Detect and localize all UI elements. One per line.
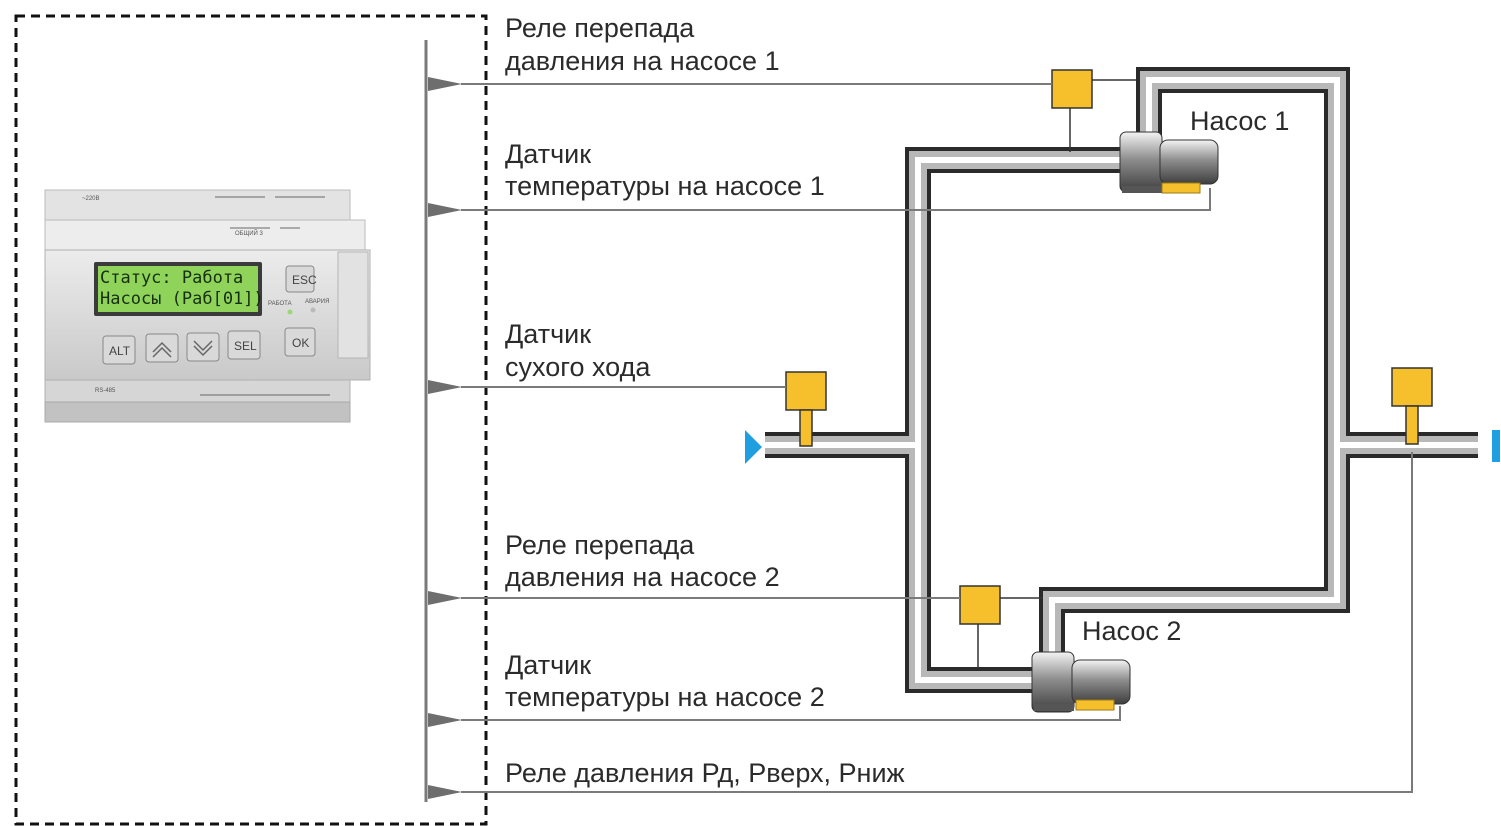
cabinet-boundary (14, 14, 488, 826)
signal-lines (428, 77, 1413, 799)
inlet-flow-arrow-icon (745, 430, 762, 464)
alarm-led-icon (310, 307, 316, 313)
svg-text:RS-485: RS-485 (95, 388, 116, 394)
outlet-pressure-relay (1391, 367, 1433, 407)
alarm-indicator-label: АВАРИЯ (305, 299, 329, 305)
svg-text:ALT: ALT (109, 344, 131, 358)
lcd-line-1: Статус: Работа (100, 268, 243, 288)
svg-text:ОБЩИЙ 3: ОБЩИЙ 3 (235, 229, 264, 237)
controller-device: ~220В ОБЩИЙ 3 RS-485 Статус: Работа Насо… (44, 189, 371, 423)
alt-key[interactable]: ALT (102, 335, 136, 365)
pump-1: Насос 1 (1119, 106, 1289, 194)
pump-2-label: Насос 2 (1082, 616, 1181, 646)
run-indicator-label: РАБОТА (268, 301, 292, 307)
svg-text:ESC: ESC (292, 273, 317, 287)
svg-text:SEL: SEL (234, 339, 257, 353)
pipework (765, 67, 1478, 693)
outlet-flow-arrow-icon (1492, 430, 1500, 462)
lcd-screen (98, 266, 258, 312)
pump-2: Насос 2 (1031, 616, 1181, 713)
signal-label-dry-run: Датчик сухого хода (505, 319, 651, 382)
dry-run-sensor (785, 371, 827, 411)
diff-pressure-relay-2 (959, 585, 1001, 625)
signal-label-pressure-relay: Реле давления Рд, Рверх, Рниж (505, 758, 905, 788)
svg-text:~220В: ~220В (82, 196, 100, 202)
pump-1-label: Насос 1 (1190, 106, 1289, 136)
signal-label-diff-pressure-2: Реле перепада давления на насосе 2 (505, 530, 780, 592)
signal-label-temp-1: Датчик температуры на насосе 1 (505, 139, 825, 201)
esc-key[interactable]: ESC (285, 265, 317, 293)
lcd-line-2: Насосы (Раб[01]) (100, 289, 264, 309)
svg-text:OK: OK (292, 336, 309, 350)
signal-label-temp-2: Датчик температуры на насосе 2 (505, 650, 825, 712)
diff-pressure-relay-1 (1051, 69, 1093, 109)
down-key[interactable] (186, 332, 220, 362)
chevron-down-icon (193, 340, 213, 357)
chevron-up-icon (152, 341, 172, 358)
signal-label-diff-pressure-1: Реле перепада давления на насосе 1 (505, 13, 780, 76)
up-key[interactable] (145, 333, 179, 363)
ok-key[interactable]: OK (284, 327, 316, 357)
sel-key[interactable]: SEL (227, 330, 261, 360)
run-led-icon (287, 309, 293, 315)
